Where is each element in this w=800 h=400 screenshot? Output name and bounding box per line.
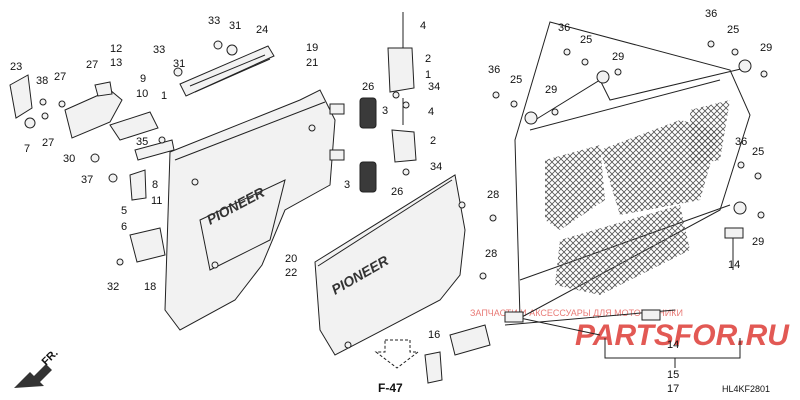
callout-10: 10	[136, 88, 148, 100]
door-panel-left: PIONEER	[164, 89, 336, 331]
callout-4: 4	[428, 106, 434, 118]
callout-15: 15	[667, 369, 679, 381]
callout-36: 36	[488, 64, 500, 76]
callout-12: 12	[110, 43, 122, 55]
section-ref-label: F-47	[378, 381, 403, 395]
callout-3: 3	[344, 179, 350, 191]
section-ref-arrow: F-47	[374, 339, 420, 395]
callout-32: 32	[107, 281, 119, 293]
callout-14: 14	[728, 259, 740, 271]
callout-3: 3	[382, 105, 388, 117]
callout-34: 34	[430, 161, 442, 173]
callout-20: 20	[285, 253, 297, 265]
callout-30: 30	[63, 153, 75, 165]
callout-23: 23	[10, 61, 22, 73]
callout-36: 36	[705, 8, 717, 20]
callout-26: 26	[362, 81, 374, 93]
callout-13: 13	[110, 57, 122, 69]
callout-25: 25	[510, 74, 522, 86]
watermark-logo: PARTSFOR.RU	[575, 319, 790, 352]
callout-21: 21	[306, 57, 318, 69]
callout-29: 29	[545, 84, 557, 96]
callout-26: 26	[391, 186, 403, 198]
callout-36: 36	[558, 22, 570, 34]
callout-29: 29	[752, 236, 764, 248]
callout-14: 14	[667, 339, 679, 351]
callout-33: 33	[153, 44, 165, 56]
callout-27: 27	[86, 59, 98, 71]
callout-18: 18	[144, 281, 156, 293]
net-frame	[398, 21, 768, 384]
callout-5: 5	[121, 205, 127, 217]
callout-6: 6	[121, 221, 127, 233]
callout-7: 7	[24, 143, 30, 155]
callout-25: 25	[727, 24, 739, 36]
front-direction-indicator: FR.	[14, 347, 61, 388]
callout-35: 35	[136, 136, 148, 148]
callout-1: 1	[425, 69, 431, 81]
watermark-subtext: ЗАПЧАСТИ И АКСЕССУАРЫ ДЛЯ МОТОТЕХНИКИ	[470, 308, 683, 318]
callout-11: 11	[151, 195, 162, 207]
callout-27: 27	[54, 71, 66, 83]
callout-19: 19	[306, 42, 318, 54]
leader-14-15	[604, 238, 741, 368]
callout-9: 9	[140, 73, 146, 85]
front-direction-label: FR.	[40, 347, 61, 368]
callout-2: 2	[430, 135, 436, 147]
callout-22: 22	[285, 267, 297, 279]
callout-31: 31	[229, 20, 241, 32]
callout-36: 36	[735, 136, 747, 148]
callout-25: 25	[580, 34, 592, 46]
callout-34: 34	[428, 81, 440, 93]
callout-17: 17	[667, 383, 679, 395]
callout-29: 29	[612, 51, 624, 63]
callout-4: 4	[420, 20, 426, 32]
callout-28: 28	[485, 248, 497, 260]
callout-1: 1	[161, 90, 167, 102]
callout-8: 8	[152, 179, 158, 191]
callout-31: 31	[173, 58, 185, 70]
callout-16: 16	[428, 329, 440, 341]
callout-24: 24	[256, 24, 268, 36]
callout-labels: 23 38 27 27 27 7 12 13 9 10 33 31 24 33 …	[10, 8, 772, 395]
latch-parts	[9, 40, 275, 266]
hinge-assembly	[329, 12, 417, 193]
callout-28: 28	[487, 189, 499, 201]
callout-29: 29	[760, 42, 772, 54]
callout-27: 27	[42, 137, 54, 149]
door-panel-lower: PIONEER	[314, 174, 466, 356]
diagram-code: HL4KF2801	[722, 384, 770, 394]
callout-33: 33	[208, 15, 220, 27]
callout-25: 25	[752, 146, 764, 158]
callout-2: 2	[425, 53, 431, 65]
callout-38: 38	[36, 75, 48, 87]
callout-37: 37	[81, 174, 93, 186]
